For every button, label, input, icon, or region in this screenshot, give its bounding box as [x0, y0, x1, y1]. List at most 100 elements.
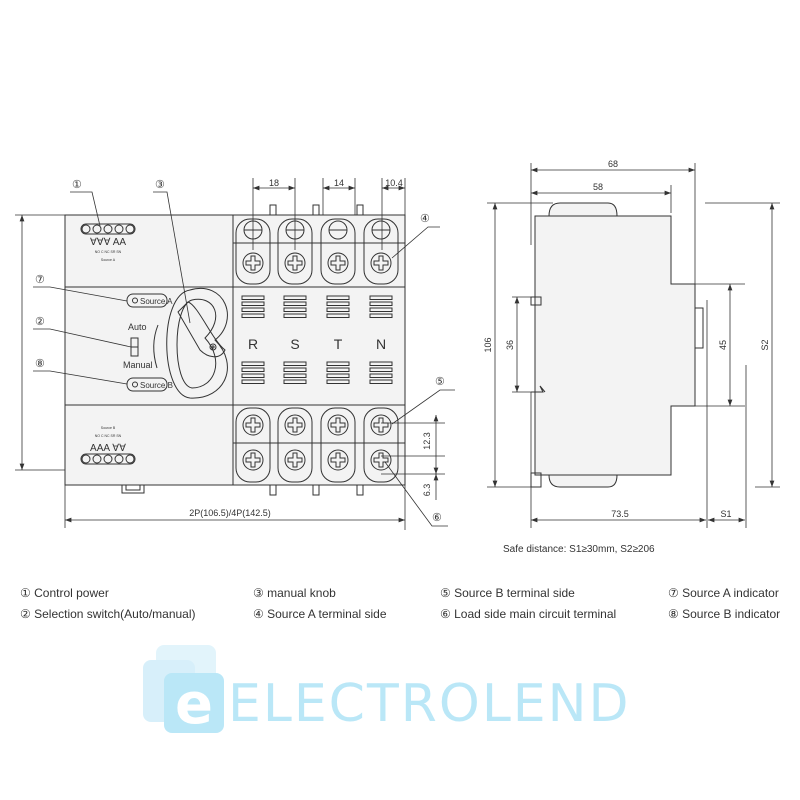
terminal-screw	[284, 449, 306, 471]
control-screw	[125, 454, 135, 464]
control-screw	[81, 224, 91, 234]
legend-item-2: ② Selection switch(Auto/manual)	[20, 607, 196, 621]
terminal-housing	[363, 407, 399, 483]
cross-icon	[287, 417, 303, 433]
vent-slot	[241, 301, 265, 306]
side-body	[534, 215, 696, 476]
vent-slot	[283, 313, 307, 318]
svg-text:Source B: Source B	[101, 426, 116, 430]
terminal-screw	[284, 252, 306, 274]
vent-slot	[326, 367, 350, 372]
svg-text:e: e	[175, 672, 213, 737]
svg-text:Source A: Source A	[101, 258, 116, 262]
svg-text:AAA ∀∀: AAA ∀∀	[90, 443, 126, 454]
svg-text:14: 14	[334, 178, 344, 188]
phase-label-r: R	[248, 336, 258, 352]
control-screw	[125, 224, 135, 234]
vent-slot	[369, 307, 393, 312]
svg-text:106: 106	[483, 337, 493, 352]
vent-slot	[283, 361, 307, 366]
vent-slot	[369, 295, 393, 300]
vent-slot	[283, 373, 307, 378]
front-view: ∀∀∀ AA NO C NC SR SN Source A Source B N…	[15, 178, 455, 530]
front-body	[64, 214, 406, 486]
vent-slot	[241, 295, 265, 300]
source-b-indicator: Source B	[126, 377, 173, 392]
cross-icon	[330, 452, 346, 468]
svg-text:∀∀∀ AA: ∀∀∀ AA	[90, 237, 126, 248]
source-a-indicator: Source A	[126, 293, 173, 308]
phase-label-t: T	[334, 336, 343, 352]
svg-text:⑧: ⑧	[35, 358, 45, 370]
terminal-housing	[363, 218, 399, 285]
svg-text:ELECTROLEND: ELECTROLEND	[228, 674, 631, 734]
safe-distance-note: Safe distance: S1≥30mm, S2≥206	[503, 544, 655, 555]
svg-text:Auto: Auto	[128, 322, 147, 332]
vent-slot	[283, 307, 307, 312]
side-view: 68 58 106 36 45 S2 73.5 S1	[483, 159, 780, 555]
control-screw	[114, 224, 124, 234]
terminal-housing	[320, 218, 356, 285]
terminal-screw	[370, 449, 392, 471]
terminal-screw	[327, 449, 349, 471]
vent-slot	[326, 361, 350, 366]
din-latch	[695, 307, 704, 349]
pin	[269, 204, 277, 216]
terminal-housing	[320, 407, 356, 483]
svg-text:⑦: ⑦	[35, 274, 45, 286]
svg-text:④: ④	[420, 213, 430, 225]
terminal-screw	[370, 414, 392, 436]
svg-text:NO C NC SR SN: NO C NC SR SN	[95, 250, 122, 254]
svg-text:S1: S1	[720, 509, 731, 519]
callouts: ① ③ ⑦ ② ⑧ ④ ⑤ ⑥	[33, 179, 455, 527]
vent-slot	[326, 301, 350, 306]
svg-text:58: 58	[593, 182, 603, 192]
control-power-terminals-bottom: Source B NO C NC SR SN AAA ∀∀	[80, 426, 136, 465]
phase-label-s: S	[290, 336, 299, 352]
cross-icon	[373, 255, 389, 271]
cross-icon	[330, 255, 346, 271]
terminal-screw	[242, 252, 264, 274]
legend-item-4: ④ Source A terminal side	[253, 607, 387, 621]
svg-text:2P(106.5)/4P(142.5): 2P(106.5)/4P(142.5)	[189, 508, 271, 518]
legend-item-5: ⑤ Source B terminal side	[440, 586, 575, 600]
svg-text:10.4: 10.4	[385, 178, 403, 188]
side-dimensions: 68 58 106 36 45 S2 73.5 S1	[483, 159, 780, 528]
legend-item-6: ⑥ Load side main circuit terminal	[440, 607, 617, 621]
control-screw	[92, 454, 102, 464]
din-clip	[121, 485, 145, 494]
svg-text:⑥: ⑥	[432, 512, 442, 524]
svg-text:36: 36	[505, 340, 515, 350]
vent-slot	[241, 373, 265, 378]
svg-text:73.5: 73.5	[611, 509, 629, 519]
front-dimensions: 18 14 10.4 2P(106.5)/4P(142.5) 12.3 6.3	[15, 178, 445, 530]
legend-item-8: ⑧ Source B indicator	[668, 607, 781, 621]
manual-knob[interactable]	[166, 287, 228, 399]
pin	[269, 484, 277, 496]
svg-text:①: ①	[72, 179, 82, 191]
cross-icon	[373, 452, 389, 468]
vent-slot	[369, 313, 393, 318]
terminal-screw	[327, 414, 349, 436]
svg-text:45: 45	[718, 340, 728, 350]
legend-item-3: ③ manual knob	[253, 586, 336, 600]
pin	[356, 484, 364, 496]
svg-text:12.3: 12.3	[422, 432, 432, 450]
vent-slot	[283, 379, 307, 384]
electrolend-logo: e ELECTROLEND	[143, 645, 631, 737]
svg-text:S2: S2	[760, 339, 770, 350]
svg-text:Manual: Manual	[123, 360, 153, 370]
cross-icon	[245, 417, 261, 433]
svg-text:⑤: ⑤	[435, 376, 445, 388]
terminal-housing	[235, 407, 271, 483]
svg-text:Source B: Source B	[140, 381, 173, 390]
vent-slot	[283, 295, 307, 300]
control-screw	[114, 454, 124, 464]
vent-slot	[369, 361, 393, 366]
cross-icon	[287, 255, 303, 271]
svg-text:6.3: 6.3	[422, 484, 432, 497]
cross-icon	[287, 452, 303, 468]
vent-slot	[326, 379, 350, 384]
vent-slot	[241, 313, 265, 318]
pin	[356, 204, 364, 216]
